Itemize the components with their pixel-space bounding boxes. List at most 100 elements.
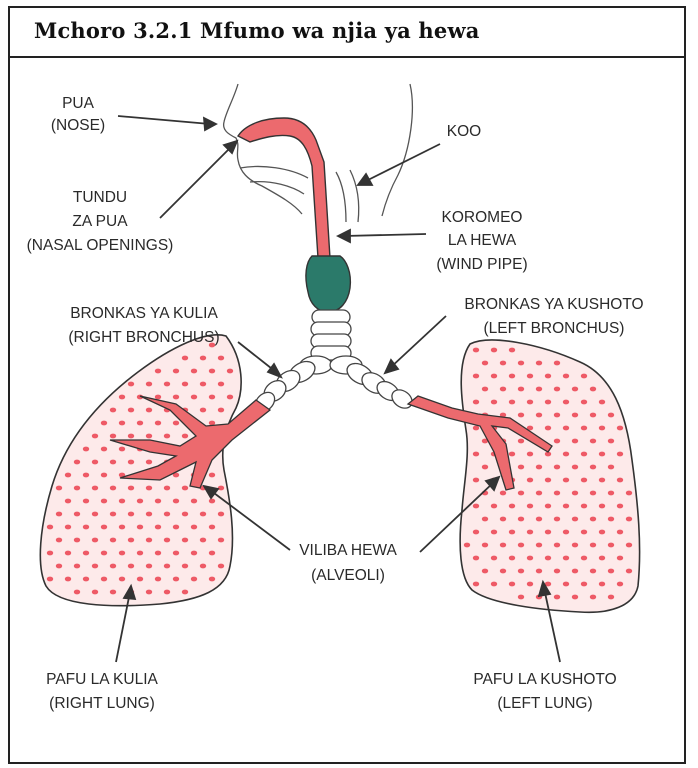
label-bronkas-kulia: BRONKAS YA KULIA (RIGHT BRONCHUS): [68, 305, 219, 346]
alveolus-dot: [608, 439, 614, 444]
alveolus-dot: [119, 395, 125, 400]
alveolus-dot: [581, 504, 587, 509]
alveolus-dot: [536, 465, 542, 470]
alveolus-dot: [608, 491, 614, 496]
alveolus-dot: [500, 517, 506, 522]
label-pafu-kushoto: PAFU LA KUSHOTO (LEFT LUNG): [473, 671, 616, 712]
svg-text:(RIGHT BRONCHUS): (RIGHT BRONCHUS): [68, 329, 219, 346]
alveolus-dot: [164, 590, 170, 595]
alveolus-dot: [209, 525, 215, 530]
alveolus-dot: [527, 504, 533, 509]
alveolus-dot: [617, 582, 623, 587]
alveolus-dot: [617, 426, 623, 431]
alveolus-dot: [47, 551, 53, 556]
alveolus-dot: [74, 590, 80, 595]
alveolus-dot: [536, 387, 542, 392]
svg-text:PAFU LA KULIA: PAFU LA KULIA: [46, 671, 158, 688]
alveolus-dot: [200, 382, 206, 387]
alveolus-dot: [626, 543, 632, 548]
alveolus-dot: [536, 543, 542, 548]
alveolus-dot: [137, 551, 143, 556]
alveolus-dot: [527, 530, 533, 535]
alveolus-dot: [581, 374, 587, 379]
alveolus-dot: [128, 538, 134, 543]
svg-text:KOROMEO: KOROMEO: [442, 209, 523, 226]
alveolus-dot: [482, 517, 488, 522]
alveolus-dot: [473, 504, 479, 509]
alveolus-dot: [572, 569, 578, 574]
alveolus-dot: [608, 465, 614, 470]
label-pua: PUA (NOSE): [51, 95, 105, 134]
alveolus-dot: [110, 590, 116, 595]
alveolus-dot: [581, 530, 587, 535]
alveolus-dot: [209, 577, 215, 582]
alveolus-dot: [509, 504, 515, 509]
alveolus-dot: [200, 564, 206, 569]
alveolus-dot: [47, 577, 53, 582]
alveolus-dot: [92, 564, 98, 569]
alveolus-dot: [56, 538, 62, 543]
alveolus-dot: [500, 543, 506, 548]
alveolus-dot: [527, 556, 533, 561]
label-koromeo: KOROMEO LA HEWA (WIND PIPE): [436, 209, 527, 273]
alveolus-dot: [83, 473, 89, 478]
alveolus-dot: [563, 582, 569, 587]
alveolus-dot: [518, 439, 524, 444]
alveolus-dot: [554, 413, 560, 418]
label-koo: KOO: [447, 123, 481, 140]
alveolus-dot: [146, 564, 152, 569]
alveolus-dot: [626, 491, 632, 496]
alveolus-dot: [554, 543, 560, 548]
svg-text:BRONKAS YA KUSHOTO: BRONKAS YA KUSHOTO: [464, 296, 643, 313]
alveolus-dot: [482, 543, 488, 548]
alveolus-dot: [527, 582, 533, 587]
svg-text:(ALVEOLI): (ALVEOLI): [311, 567, 385, 584]
alveolus-dot: [155, 395, 161, 400]
alveolus-dot: [137, 577, 143, 582]
alveolus-dot: [92, 460, 98, 465]
alveolus-dot: [200, 356, 206, 361]
svg-text:TUNDU: TUNDU: [73, 189, 127, 206]
svg-text:VILIBA HEWA: VILIBA HEWA: [299, 542, 397, 559]
alveolus-dot: [545, 374, 551, 379]
alveolus-dot: [173, 577, 179, 582]
alveolus-dot: [110, 460, 116, 465]
alveolus-dot: [209, 395, 215, 400]
alveolus-dot: [572, 387, 578, 392]
alveolus-dot: [473, 452, 479, 457]
svg-text:PUA: PUA: [62, 95, 95, 112]
alveolus-dot: [554, 439, 560, 444]
alveolus-dot: [92, 486, 98, 491]
alveolus-dot: [83, 447, 89, 452]
alveolus-dot: [545, 556, 551, 561]
alveolus-dot: [545, 400, 551, 405]
alveolus-dot: [101, 447, 107, 452]
alveolus-dot: [191, 395, 197, 400]
alveolus-dot: [491, 348, 497, 353]
alveolus-dot: [554, 569, 560, 574]
alveolus-dot: [554, 387, 560, 392]
alveolus-dot: [473, 374, 479, 379]
alveolus-dot: [155, 421, 161, 426]
alveolus-dot: [491, 504, 497, 509]
alveolus-dot: [581, 426, 587, 431]
alveolus-dot: [128, 460, 134, 465]
alveolus-dot: [527, 452, 533, 457]
alveolus-dot: [536, 361, 542, 366]
alveolus-dot: [599, 400, 605, 405]
alveolus-dot: [626, 517, 632, 522]
alveolus-dot: [146, 408, 152, 413]
alveolus-dot: [599, 556, 605, 561]
alveolus-dot: [491, 582, 497, 587]
alveolus-dot: [554, 465, 560, 470]
alveolus-dot: [500, 569, 506, 574]
alveolus-dot: [218, 382, 224, 387]
alveolus-dot: [155, 577, 161, 582]
alveolus-dot: [482, 465, 488, 470]
alveolus-dot: [599, 452, 605, 457]
alveolus-dot: [599, 530, 605, 535]
alveolus-dot: [590, 413, 596, 418]
alveolus-dot: [518, 387, 524, 392]
alveolus-dot: [101, 577, 107, 582]
